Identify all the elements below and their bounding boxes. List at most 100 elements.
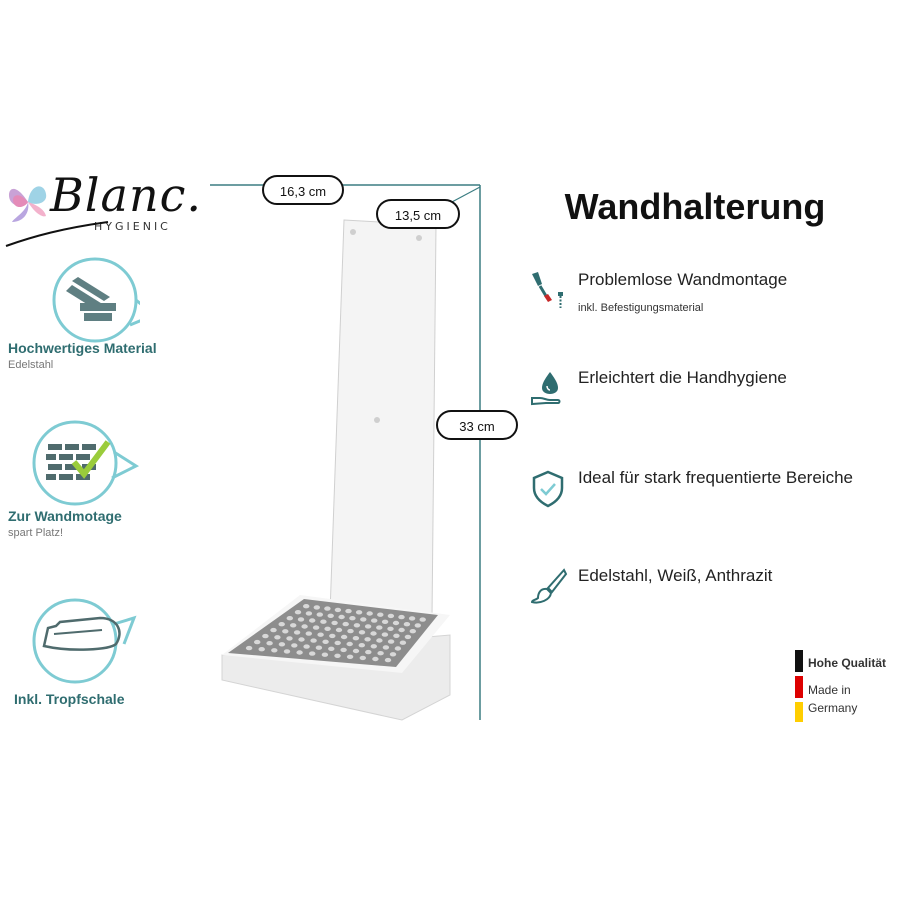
feature-row-mounting: Problemlose Wandmontage xyxy=(528,270,888,310)
tray-hole xyxy=(382,645,390,650)
logo-wordmark: Blanc. xyxy=(50,168,202,222)
butterfly-logo-icon xyxy=(8,186,47,222)
tray-hole xyxy=(355,610,363,615)
tray-hole xyxy=(392,620,400,626)
screwdriver-icon xyxy=(532,272,563,308)
tray-hole xyxy=(347,628,354,634)
feature-hygiene-label: Erleichtert die Handhygiene xyxy=(578,368,787,387)
tray-hole xyxy=(376,625,383,630)
paint-brush-icon xyxy=(530,568,568,604)
feature-mounting-label: Problemlose Wandmontage xyxy=(578,270,788,289)
tray-hole xyxy=(345,608,352,614)
tray-hole xyxy=(298,637,305,642)
tray-hole xyxy=(346,654,354,659)
tray-hole xyxy=(366,611,373,616)
tray-hole xyxy=(316,612,323,617)
tray-hole xyxy=(370,631,377,636)
tray-hole xyxy=(331,620,338,626)
tray-hole xyxy=(387,639,395,644)
tray-hole xyxy=(399,640,407,645)
tray-hole xyxy=(393,633,400,638)
drip-tray-icon xyxy=(32,598,137,684)
brand-logo: Blanc. HYGIENIC xyxy=(4,168,201,248)
tray-hole xyxy=(359,655,366,661)
tray-hole xyxy=(312,625,320,630)
feature-wall-title: Zur Wandmotage xyxy=(8,508,122,524)
tray-hole xyxy=(258,647,265,652)
hand-drop-icon xyxy=(531,372,561,406)
feature-row-frequented: Ideal für stark frequentierte Bereiche xyxy=(528,468,888,508)
tray-hole xyxy=(245,645,253,651)
tray-hole xyxy=(254,639,261,645)
tray-hole xyxy=(387,613,395,619)
feature-mounting-sub: inkl. Befestigungsmaterial xyxy=(578,302,704,314)
tray-hole xyxy=(270,627,277,633)
tray-hole xyxy=(321,652,329,657)
tray-hole xyxy=(371,618,378,623)
tray-hole xyxy=(297,617,305,622)
tray-hole xyxy=(364,637,371,642)
tray-hole xyxy=(360,617,367,622)
made-in-label: Made in xyxy=(808,683,851,697)
germany-label: Germany xyxy=(808,701,858,715)
tray-hole xyxy=(303,644,310,649)
tray-hole xyxy=(296,650,303,655)
feature-material-sub: Edelstahl xyxy=(8,359,54,371)
tray-hole xyxy=(398,614,405,620)
tray-hole xyxy=(291,643,298,648)
dimension-width-total: 16,3 cm xyxy=(262,175,344,205)
feature-wall-sub: spart Platz! xyxy=(8,527,64,539)
dimension-width-plate: 13,5 cm xyxy=(376,199,460,229)
logo-subtitle: HYGIENIC xyxy=(94,220,171,233)
tray-hole xyxy=(278,622,285,627)
feature-material-title: Hochwertiges Material xyxy=(8,340,157,356)
feature-row-colors: Edelstahl, Weiß, Anthrazit xyxy=(528,566,888,606)
tray-hole xyxy=(282,629,289,634)
tray-hole xyxy=(352,636,360,641)
tray-hole xyxy=(370,644,377,649)
tray-hole xyxy=(358,630,366,635)
tray-hole xyxy=(377,612,384,617)
tray-hole xyxy=(278,642,286,647)
feature-tray xyxy=(30,596,140,691)
tray-hole xyxy=(334,653,341,658)
tray-hole xyxy=(419,617,426,622)
tray-hole xyxy=(286,636,293,641)
tray-hole xyxy=(327,613,334,618)
tray-hole xyxy=(409,629,416,634)
logo-swoosh xyxy=(5,221,109,247)
tray-hole xyxy=(335,627,343,633)
feature-row-hygiene: Erleichtert die Handhygiene xyxy=(528,368,888,408)
tray-hole xyxy=(301,624,308,629)
tray-hole xyxy=(349,616,356,621)
tray-hole xyxy=(294,610,302,615)
steel-beam-icon xyxy=(52,257,157,343)
feature-wall xyxy=(30,418,140,513)
feature-tray-title: Inkl. Tropfschale xyxy=(14,691,125,707)
tray-hole xyxy=(365,649,372,655)
tray-hole xyxy=(293,630,301,635)
tray-hole xyxy=(376,638,383,643)
dimension-height: 33 cm xyxy=(436,410,518,440)
brick-wall-check-icon xyxy=(32,420,140,506)
tray-hole xyxy=(334,607,342,613)
tray-hole xyxy=(309,618,316,623)
tray-hole xyxy=(340,647,347,653)
tray-hole xyxy=(317,632,324,637)
tray-hole xyxy=(398,627,405,633)
feature-colors-label: Edelstahl, Weiß, Anthrazit xyxy=(578,566,773,585)
tray-hole xyxy=(381,632,389,637)
tray-hole xyxy=(346,641,353,647)
tray-hole xyxy=(303,604,310,609)
tray-hole xyxy=(403,622,411,627)
tray-hole xyxy=(384,657,392,663)
tray-hole xyxy=(364,624,372,629)
tray-hole xyxy=(309,651,316,656)
tray-hole xyxy=(389,652,397,657)
tray-hole xyxy=(313,605,320,610)
product-image xyxy=(210,184,481,721)
tray-hole xyxy=(414,623,421,628)
tray-hole xyxy=(274,635,281,640)
tray-hole xyxy=(404,634,412,640)
flag-gold-bar xyxy=(795,702,803,722)
